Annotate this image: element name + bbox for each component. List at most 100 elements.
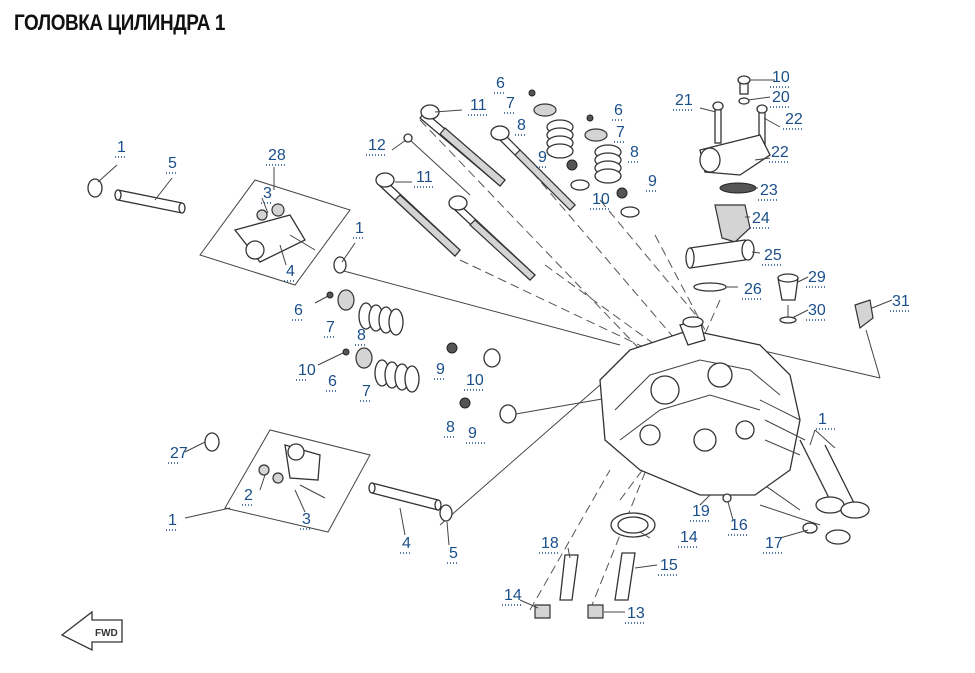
callout-label: 18 xyxy=(539,535,560,554)
svg-text:9: 9 xyxy=(468,425,477,442)
svg-text:9: 9 xyxy=(648,173,657,190)
svg-text:8: 8 xyxy=(630,144,639,161)
callout-label: 9 xyxy=(646,173,658,192)
svg-text:27: 27 xyxy=(170,445,188,462)
page-title: ГОЛОВКА ЦИЛИНДРА 1 xyxy=(14,10,225,35)
callout-label: 11 xyxy=(414,169,435,188)
svg-text:16: 16 xyxy=(730,517,748,534)
svg-text:4: 4 xyxy=(402,535,411,552)
svg-text:9: 9 xyxy=(538,149,547,166)
callout-label: 9 xyxy=(434,361,446,380)
callout-label: 16 xyxy=(728,517,749,536)
head-bolts xyxy=(375,104,576,281)
callout-label: 10 xyxy=(296,362,316,381)
callout-label: 9 xyxy=(536,149,548,168)
callout-label: 10 xyxy=(590,191,611,210)
callout-label: 17 xyxy=(763,535,784,554)
svg-text:7: 7 xyxy=(326,319,335,336)
callout-label: 30 xyxy=(806,302,827,321)
callout-label: 10 xyxy=(770,69,791,88)
svg-text:11: 11 xyxy=(470,97,487,114)
svg-text:29: 29 xyxy=(808,269,826,286)
svg-text:22: 22 xyxy=(785,111,803,128)
upper-rocker-assembly xyxy=(87,178,351,286)
svg-text:20: 20 xyxy=(772,89,790,106)
svg-text:24: 24 xyxy=(752,210,770,227)
callout-label: 7 xyxy=(360,383,372,402)
upper-valve-springs xyxy=(528,89,640,218)
callout-label: 1 xyxy=(816,411,837,430)
lower-studs-and-gasket xyxy=(534,512,656,619)
svg-text:13: 13 xyxy=(627,605,645,622)
svg-text:21: 21 xyxy=(675,92,693,109)
callout-label: 29 xyxy=(806,269,827,288)
svg-text:4: 4 xyxy=(286,263,295,280)
svg-text:6: 6 xyxy=(328,373,337,390)
fwd-label: FWD xyxy=(95,628,118,639)
svg-text:10: 10 xyxy=(466,372,484,389)
callout-label: 1 xyxy=(166,512,178,531)
svg-text:1: 1 xyxy=(117,139,126,156)
svg-text:5: 5 xyxy=(168,155,177,172)
svg-text:9: 9 xyxy=(436,361,445,378)
callout-label: 15 xyxy=(658,557,679,576)
callout-label: 22 xyxy=(783,111,804,130)
callout-label: 20 xyxy=(770,89,791,108)
callout-label: 6 xyxy=(326,373,338,392)
svg-text:25: 25 xyxy=(764,247,782,264)
callout-label: 14 xyxy=(502,587,523,606)
svg-text:1: 1 xyxy=(355,220,364,237)
thermostat-housing-stack xyxy=(685,75,874,330)
svg-text:6: 6 xyxy=(294,302,303,319)
callout-label: 28 xyxy=(266,147,287,166)
callout-label: 7 xyxy=(324,319,336,338)
callout-label: 10 xyxy=(464,372,485,391)
middle-valve-springs xyxy=(314,289,517,424)
callout-labels: 1 5 28 3 4 1 12 11 11 6 7 8 9 10 6 7 8 9… xyxy=(115,69,911,624)
callout-label: 6 xyxy=(612,102,624,121)
svg-text:18: 18 xyxy=(541,535,559,552)
svg-text:6: 6 xyxy=(496,75,505,92)
callout-label: 24 xyxy=(750,210,771,229)
callout-label: 3 xyxy=(300,511,312,530)
lower-rocker-assembly xyxy=(204,429,453,533)
callout-label: 8 xyxy=(444,419,456,438)
callout-label: 4 xyxy=(284,263,296,282)
svg-text:23: 23 xyxy=(760,182,778,199)
callout-label: 5 xyxy=(447,545,459,564)
fwd-arrow-icon: FWD xyxy=(60,610,123,652)
callout-label: 9 xyxy=(466,425,487,444)
svg-text:10: 10 xyxy=(772,69,790,86)
svg-text:11: 11 xyxy=(416,169,433,186)
svg-text:3: 3 xyxy=(302,511,311,528)
callout-label: 4 xyxy=(400,535,412,554)
svg-text:17: 17 xyxy=(765,535,783,552)
callout-label: 7 xyxy=(504,95,516,114)
callout-label: 19 xyxy=(690,503,711,522)
callout-label: 6 xyxy=(494,75,506,94)
callout-label: 8 xyxy=(628,144,640,163)
svg-text:26: 26 xyxy=(744,281,762,298)
callout-label: 23 xyxy=(758,182,779,201)
callout-label: 11 xyxy=(468,97,489,116)
svg-text:8: 8 xyxy=(517,117,526,134)
callout-label: 27 xyxy=(168,445,188,464)
assembly-lines xyxy=(339,119,881,611)
callout-label: 3 xyxy=(261,185,273,204)
svg-text:3: 3 xyxy=(263,185,272,202)
svg-text:10: 10 xyxy=(592,191,610,208)
svg-text:28: 28 xyxy=(268,147,286,164)
callout-label: 2 xyxy=(242,487,254,506)
svg-text:1: 1 xyxy=(168,512,177,529)
svg-text:30: 30 xyxy=(808,302,826,319)
svg-text:7: 7 xyxy=(362,383,371,400)
callout-label: 6 xyxy=(292,302,304,321)
svg-text:12: 12 xyxy=(368,137,386,154)
svg-text:7: 7 xyxy=(506,95,515,112)
leader-lines xyxy=(97,79,893,613)
svg-text:15: 15 xyxy=(660,557,678,574)
svg-text:2: 2 xyxy=(244,487,253,504)
svg-text:14: 14 xyxy=(504,587,522,604)
callout-label: 26 xyxy=(742,281,763,300)
